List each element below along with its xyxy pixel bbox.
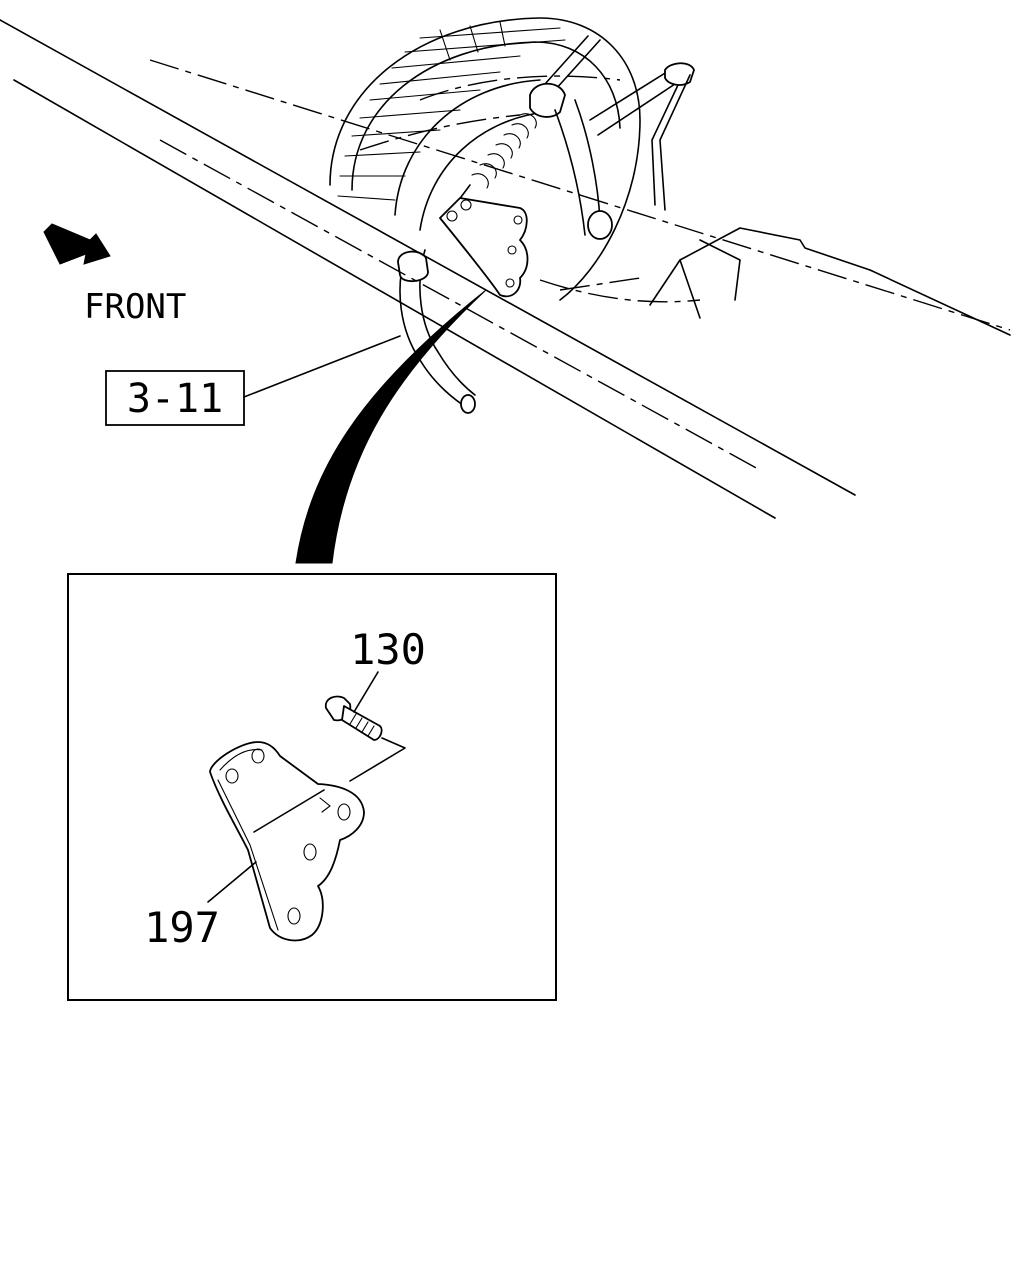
bracket-leader-line: [207, 861, 257, 903]
ref-callout[interactable]: 3-11: [105, 335, 401, 426]
brake-lever: [554, 62, 695, 240]
ref-box-label[interactable]: 3-11: [127, 376, 223, 422]
bracket-197[interactable]: [207, 741, 365, 942]
brake-drum: [329, 17, 641, 301]
drum-fins: [337, 21, 566, 201]
bracket-install-line: [253, 789, 325, 833]
front-indicator: FRONT: [43, 223, 186, 327]
part-number-197[interactable]: 197: [144, 903, 220, 952]
bolt-leader-line: [353, 671, 379, 713]
detail-inset: 130 197: [67, 573, 557, 1001]
bolt-130[interactable]: [324, 671, 406, 782]
front-label: FRONT: [84, 287, 186, 327]
part-number-130[interactable]: 130: [350, 625, 426, 674]
bracket-in-situ: [439, 197, 529, 298]
frame-line-upper: [0, 19, 856, 496]
bolt-install-line: [349, 737, 406, 782]
ref-leader-line: [243, 335, 401, 398]
ref-box[interactable]: [105, 370, 245, 426]
detail-pointer: [295, 289, 487, 564]
axle-assembly-view: [0, 17, 1011, 519]
pipe-fitting: [397, 250, 429, 282]
centerline-lower: [159, 139, 761, 471]
centerline-upper: [149, 59, 1011, 331]
frame-line-lower: [13, 79, 776, 519]
front-arrow-icon: [43, 223, 111, 265]
pipe-end: [460, 394, 476, 414]
axle-housing: [539, 227, 1011, 336]
